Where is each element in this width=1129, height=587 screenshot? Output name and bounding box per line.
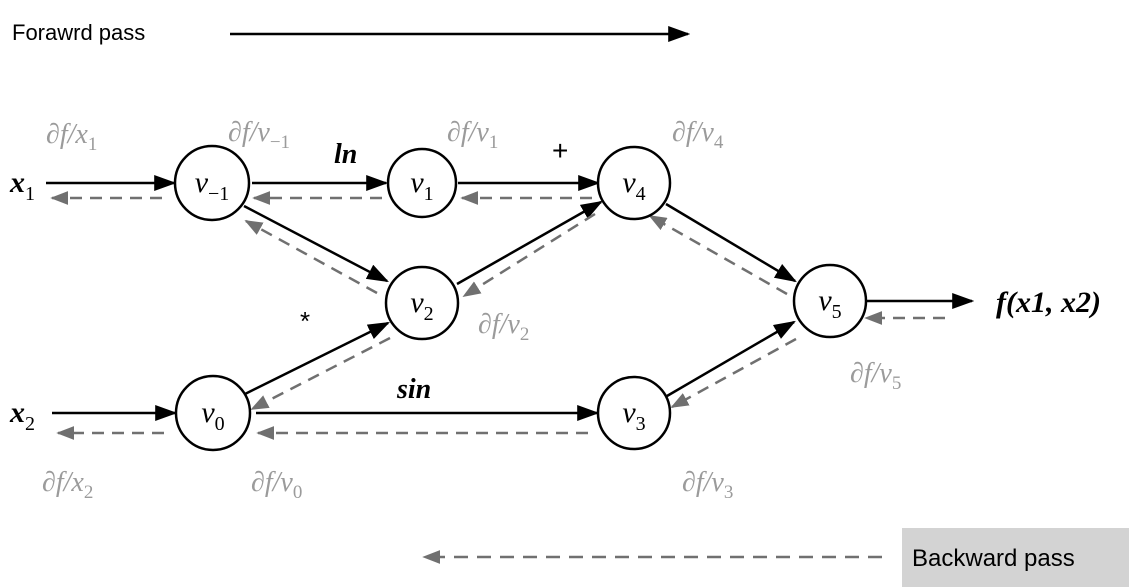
node-v4-circle — [596, 145, 672, 221]
grad-label-v1: ∂f/v1 — [447, 117, 498, 153]
node-v2-circle — [384, 265, 460, 341]
backward-pass-legend: Backward pass — [422, 528, 1129, 587]
backward-pass-label: Backward pass — [912, 545, 1075, 572]
forward-edges — [46, 175, 975, 421]
node-v1-label: v1 — [410, 166, 433, 205]
grad-edge-v2-to-v0 — [250, 336, 391, 411]
backward-edges — [50, 191, 945, 440]
graph-io: x1 x2 f(x1, x2) — [9, 166, 1101, 435]
grad-label-v0: ∂f/v0 — [251, 467, 302, 503]
edge-v3-to-v5 — [666, 320, 796, 398]
edge-vm1-to-v2 — [243, 204, 389, 283]
grad-label-v3: ∂f/v3 — [682, 467, 733, 503]
grad-label-v5: ∂f/v5 — [850, 358, 901, 394]
node-v5-circle — [792, 263, 868, 339]
grad-edge-v5-to-v3 — [670, 337, 797, 409]
input-x1-label: x1 — [9, 166, 35, 205]
grad-label-v2: ∂f/v2 — [478, 309, 529, 345]
grad-label-v4: ∂f/v4 — [672, 117, 724, 153]
edge-v4-to-v5 — [665, 202, 797, 283]
node-v5-label: v5 — [818, 284, 841, 323]
node-labels: v−1 v1 v2 v0 v3 v4 v5 — [195, 166, 842, 435]
backward-pass-label-box — [902, 528, 1129, 587]
nodes — [173, 144, 868, 452]
node-v3-circle — [596, 375, 672, 451]
grad-edge-v4-to-v2 — [462, 212, 596, 298]
grad-label-v-minus1: ∂f/v−1 — [228, 117, 290, 153]
gradient-labels: ∂f/x1 ∂f/v−1 ∂f/v1 ∂f/v4 ∂f/v2 ∂f/v5 ∂f/… — [42, 117, 901, 503]
node-v2-label: v2 — [410, 286, 433, 325]
grad-label-x2: ∂f/x2 — [42, 467, 93, 503]
node-v0-label: v0 — [201, 396, 224, 435]
forward-pass-legend: Forawrd pass — [12, 20, 691, 45]
forward-pass-label: Forawrd pass — [12, 20, 145, 45]
grad-edge-v5-to-v4 — [648, 214, 788, 296]
node-v3-label: v3 — [622, 396, 645, 435]
operation-labels: ln + * sin — [300, 135, 568, 405]
node-v4-label: v4 — [622, 166, 645, 205]
op-mul-label: * — [300, 306, 310, 336]
op-sin-label: sin — [396, 374, 431, 405]
op-plus-label: + — [552, 135, 568, 166]
op-ln-label: ln — [334, 139, 357, 170]
edge-v0-to-v2 — [242, 321, 390, 397]
node-v-minus1-circle — [173, 144, 251, 222]
edge-v2-to-v4 — [456, 200, 603, 286]
output-label: f(x1, x2) — [996, 286, 1101, 319]
grad-edge-v2-to-vm1 — [244, 219, 378, 295]
input-x2-label: x2 — [9, 396, 35, 435]
grad-label-x1: ∂f/x1 — [46, 119, 97, 155]
node-v1-circle — [386, 147, 458, 219]
node-v0-circle — [174, 374, 252, 452]
node-v-minus1-label: v−1 — [195, 166, 230, 205]
